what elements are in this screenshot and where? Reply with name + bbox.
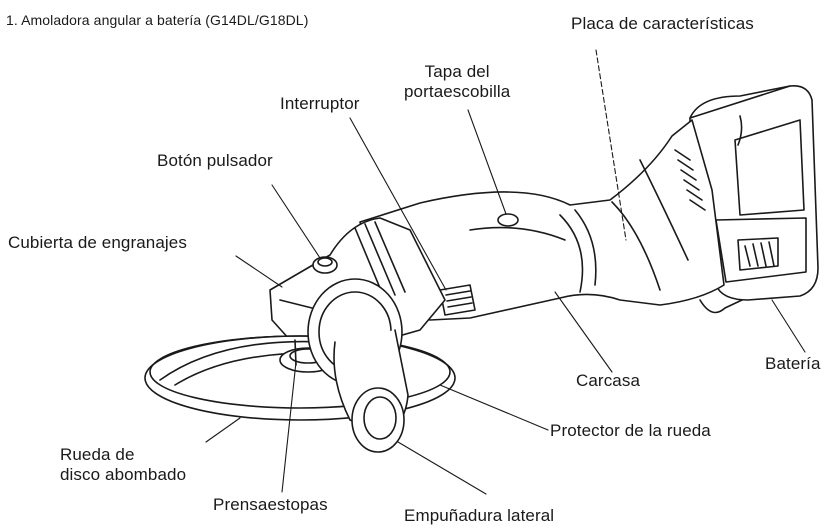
wheel-guard-and-disc-drawing — [145, 336, 455, 420]
leader-carcasa — [555, 292, 612, 372]
leader-rueda — [206, 418, 240, 442]
label-rueda-line1: Rueda de — [60, 445, 186, 465]
label-placa-caracteristicas: Placa de características — [571, 14, 754, 34]
leader-protector — [440, 385, 548, 430]
label-empunadura-lateral: Empuñadura lateral — [404, 506, 554, 526]
label-tapa-line2: portaescobilla — [404, 82, 510, 102]
label-interruptor: Interruptor — [280, 94, 360, 114]
label-tapa-line1: Tapa del — [404, 62, 510, 82]
label-protector-rueda: Protector de la rueda — [550, 421, 711, 441]
figure-title: 1. Amoladora angular a batería (G14DL/G1… — [6, 10, 308, 30]
label-cubierta-engranajes: Cubierta de engranajes — [8, 233, 187, 253]
leader-empunadura — [398, 442, 486, 494]
side-handle-drawing — [308, 279, 408, 452]
label-rueda-disco: Rueda de disco abombado — [60, 445, 186, 485]
label-carcasa: Carcasa — [576, 371, 640, 391]
label-rueda-line2: disco abombado — [60, 465, 186, 485]
leader-bateria — [772, 300, 805, 352]
label-boton-pulsador: Botón pulsador — [157, 151, 273, 171]
leader-cubierta — [236, 256, 282, 287]
label-bateria: Batería — [765, 354, 821, 374]
leader-boton — [272, 185, 320, 258]
label-prensaestopas: Prensaestopas — [213, 495, 328, 515]
label-tapa-portaescobilla: Tapa del portaescobilla — [404, 62, 510, 102]
